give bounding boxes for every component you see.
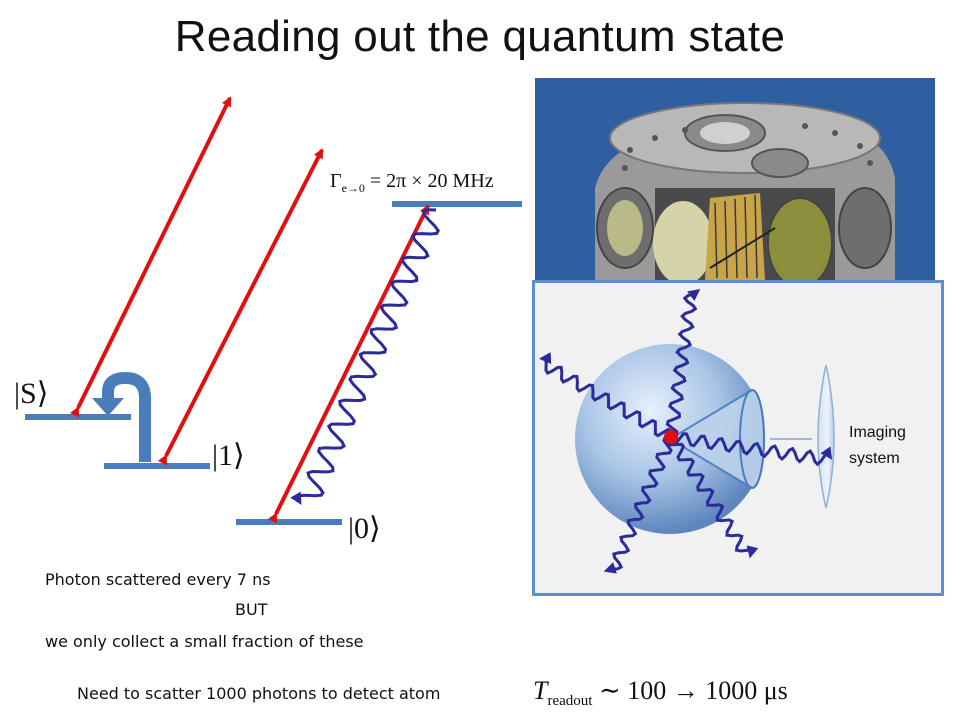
note-bottom: Need to scatter 1000 photons to detect a… bbox=[77, 684, 441, 703]
scattered-photon bbox=[666, 436, 759, 559]
state-0-label: |0⟩ bbox=[348, 512, 381, 545]
imaging-label-line1: Imaging bbox=[849, 424, 906, 441]
scattered-photon bbox=[603, 435, 673, 574]
level-1 bbox=[104, 463, 210, 469]
laser-arrow-s bbox=[69, 96, 232, 418]
note-line-1: Photon scattered every 7 ns bbox=[45, 570, 271, 589]
pumping-arrow-head bbox=[92, 398, 124, 416]
atom-dot bbox=[664, 430, 678, 444]
state-s-label: |S⟩ bbox=[14, 377, 49, 410]
imaging-schematic-panel bbox=[532, 280, 944, 596]
laser-arrow-1 bbox=[157, 148, 324, 466]
scattered-photon bbox=[669, 432, 833, 467]
state-1-label: |1⟩ bbox=[212, 439, 245, 472]
level-excited bbox=[392, 201, 522, 207]
note-line-2: BUT bbox=[235, 600, 268, 619]
scattered-photon bbox=[539, 352, 673, 438]
imaging-label-line2: system bbox=[849, 450, 900, 467]
laser-arrow-0 bbox=[267, 204, 430, 524]
scattered-photon bbox=[665, 288, 701, 439]
level-0 bbox=[236, 519, 342, 525]
note-line-3: we only collect a small fraction of thes… bbox=[45, 632, 364, 651]
vacuum-chamber-image bbox=[535, 78, 935, 280]
decay-photon bbox=[290, 208, 440, 505]
imaging-lens bbox=[817, 364, 835, 509]
decay-rate-formula: Γe→0 = 2π × 20 MHz bbox=[330, 170, 494, 195]
imaging-system-label: Imaging system bbox=[849, 420, 939, 472]
level-s bbox=[25, 414, 131, 420]
readout-time-formula: Treadout ∼ 100 → 1000 μs bbox=[533, 676, 788, 710]
page-title: Reading out the quantum state bbox=[174, 12, 786, 61]
